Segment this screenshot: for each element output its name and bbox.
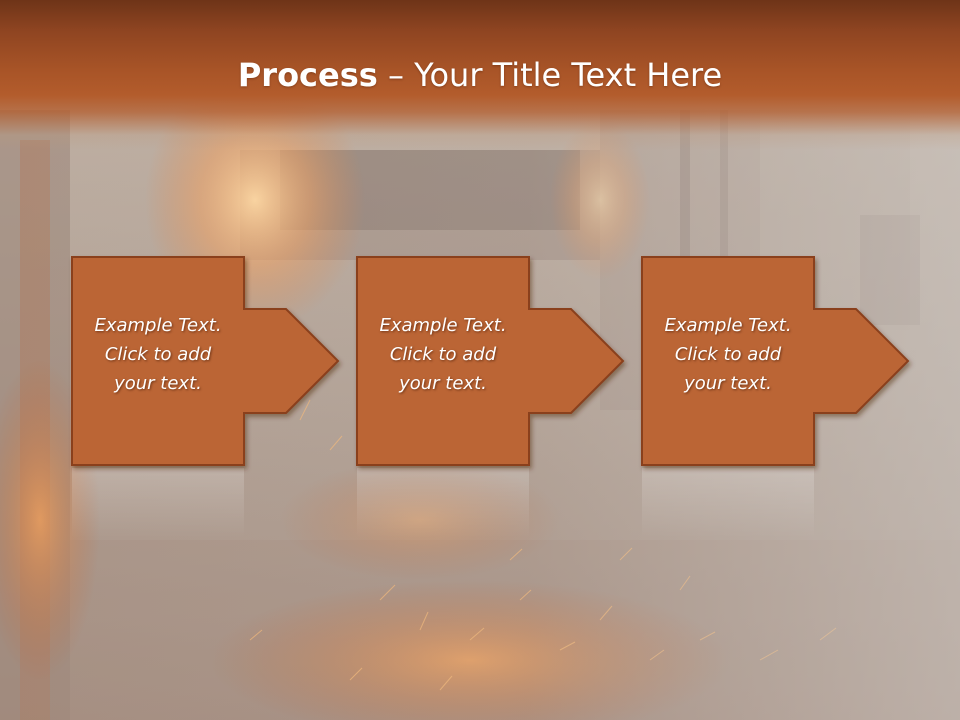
step-2-line-2: Click to add [389,344,497,365]
step-2-line-3: your text. [399,373,487,394]
step-3-line-2: Click to add [674,344,782,365]
step-text-3[interactable]: Example Text. Click to add your text. [643,311,813,398]
step-1-line-2: Click to add [104,344,212,365]
title-text: Your Title Text Here [414,56,723,94]
title-separator: – [377,56,415,94]
step-text-1[interactable]: Example Text. Click to add your text. [73,311,243,398]
step-3-line-1: Example Text. [664,315,792,336]
title-band [0,0,960,150]
step-arrow-1 [71,256,340,466]
step-2-line-1: Example Text. [379,315,507,336]
slide-title[interactable]: Process – Your Title Text Here [0,55,960,95]
step-3-line-3: your text. [684,373,772,394]
step-arrow-3 [641,256,910,466]
step-text-2[interactable]: Example Text. Click to add your text. [358,311,528,398]
step-1-line-3: your text. [114,373,202,394]
step-arrow-2 [356,256,625,466]
box-reflections [72,468,814,538]
step-1-line-1: Example Text. [94,315,222,336]
title-bold-part: Process [237,56,378,94]
